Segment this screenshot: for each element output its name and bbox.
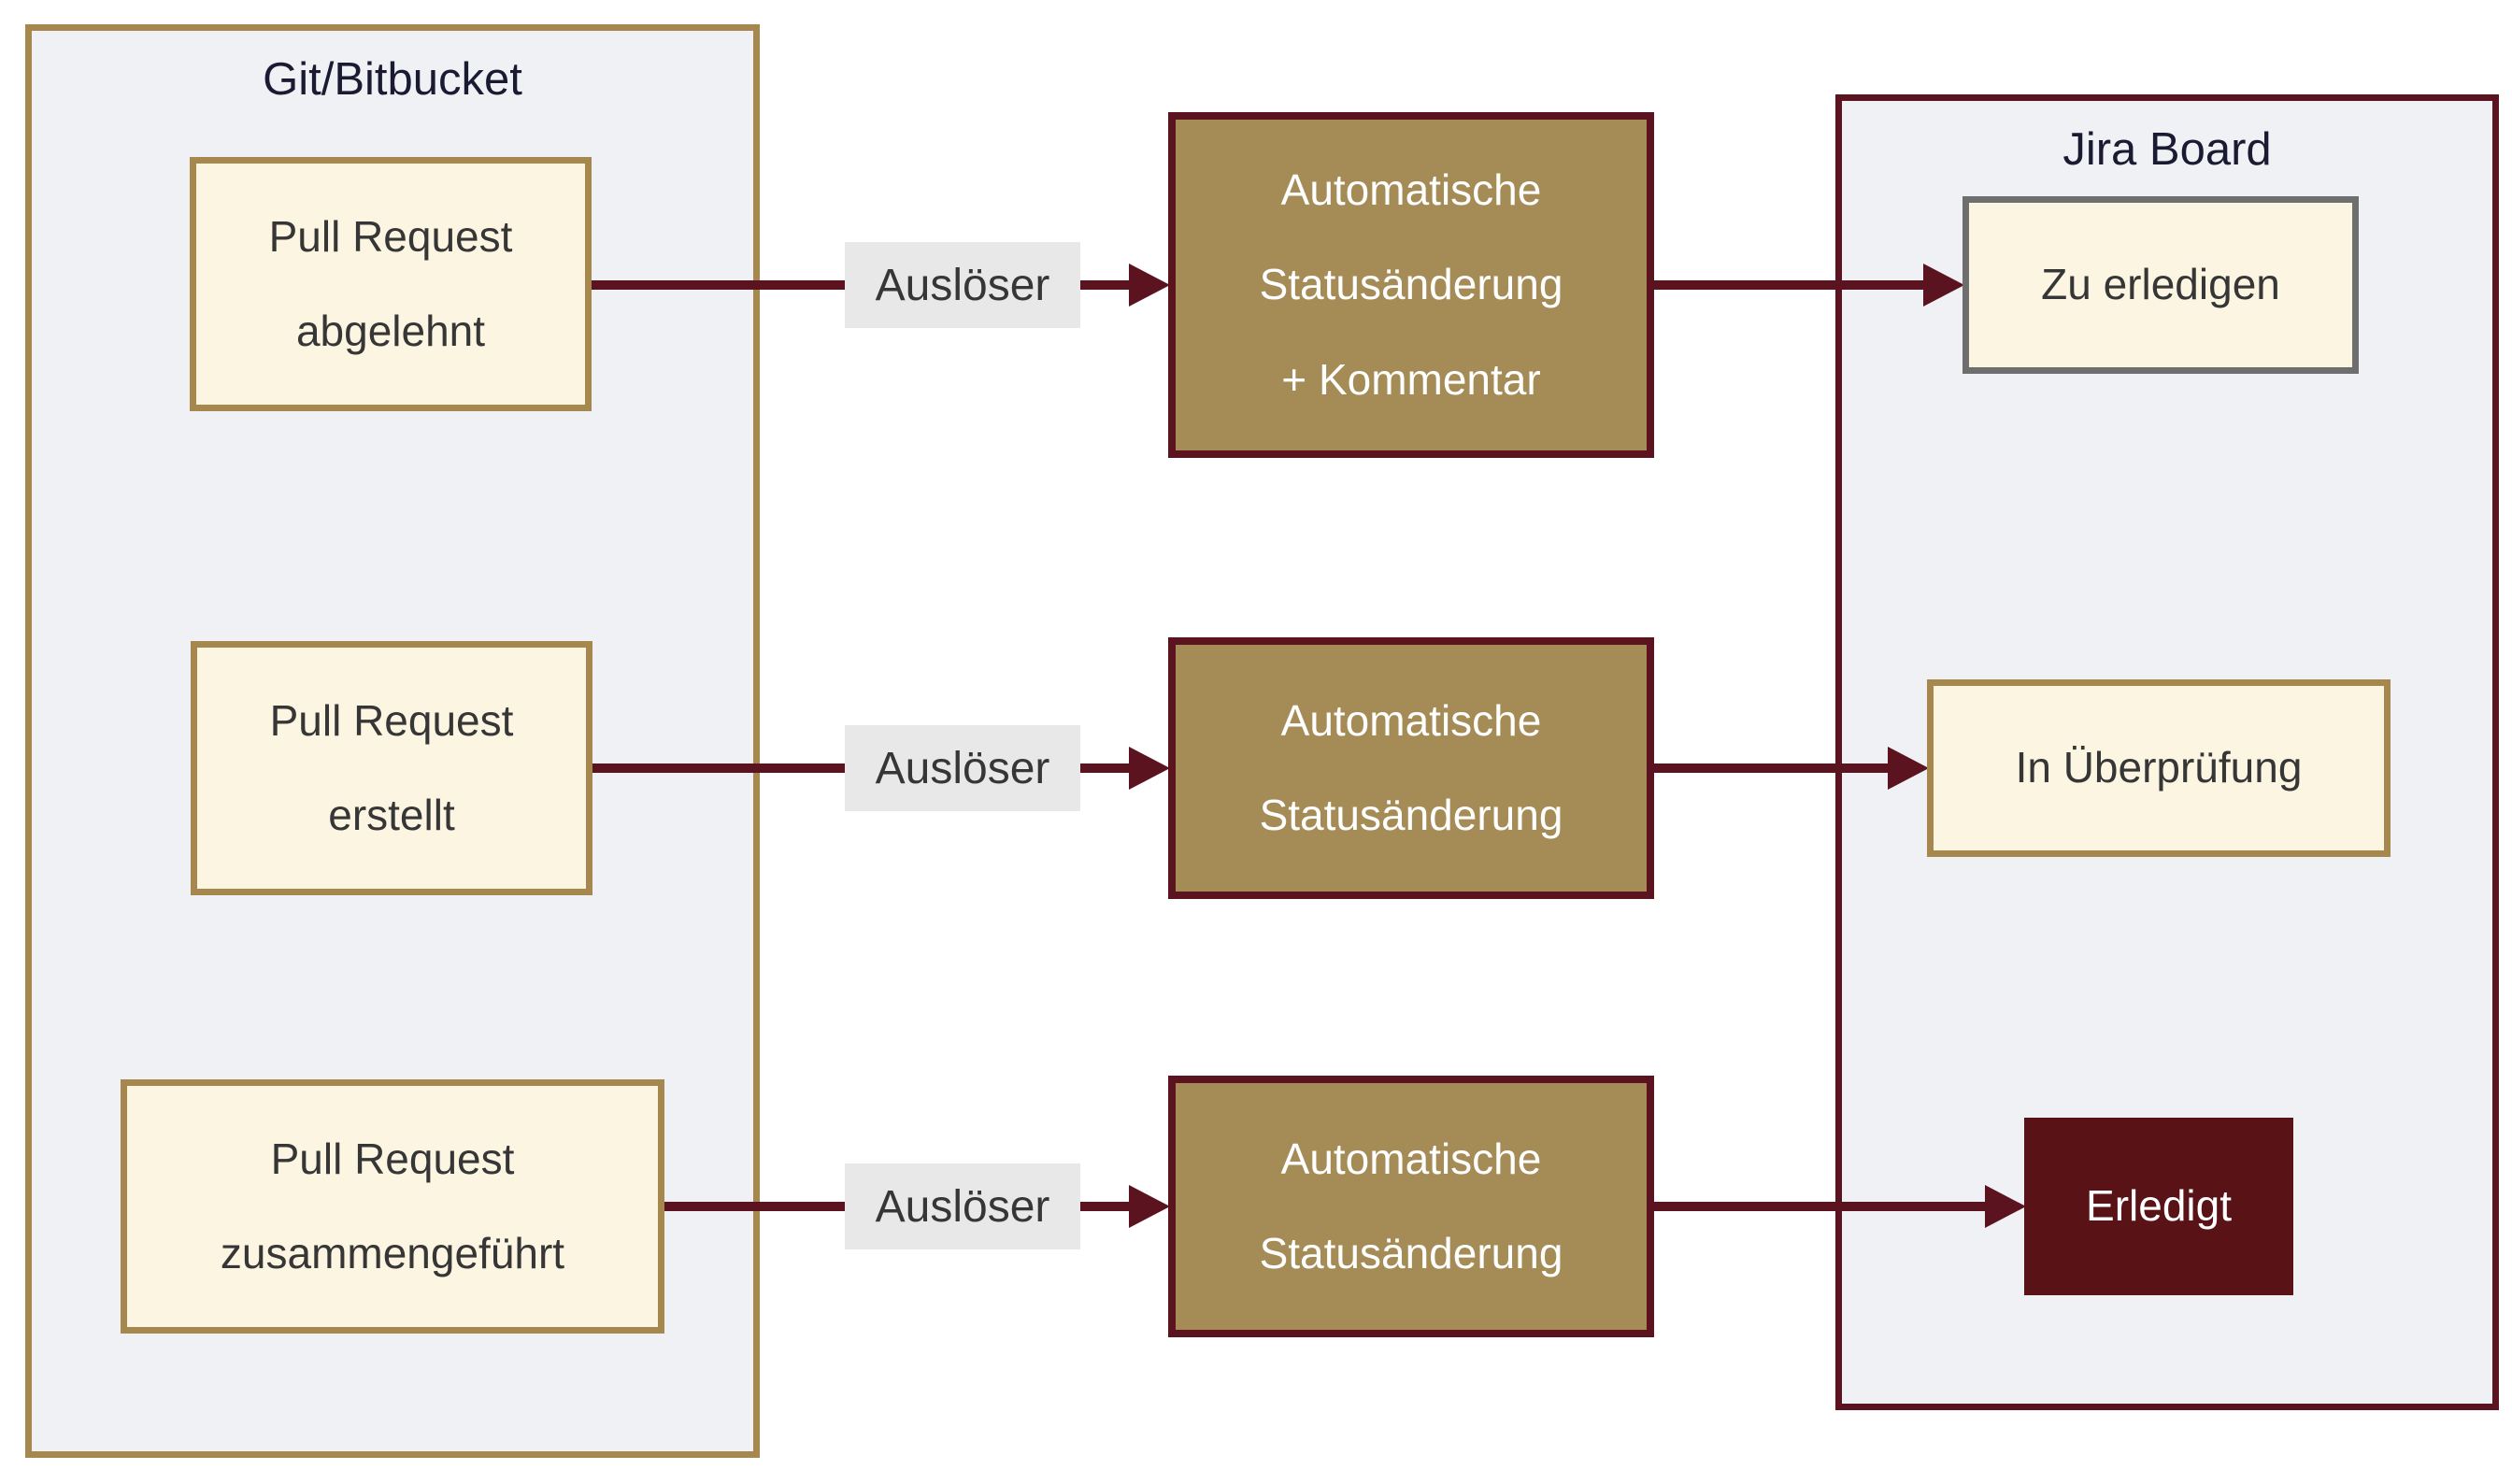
node-pull-request-zusammengefuehrt: Pull Request zusammengeführt [121, 1079, 664, 1334]
node-text-line: Automatische [1280, 165, 1542, 215]
edge-line-auto-to-todo [1654, 280, 1925, 290]
cluster-jira-board-title: Jira Board [2062, 124, 2272, 175]
arrowhead-icon [1129, 264, 1170, 307]
node-text-line: Erledigt [2086, 1181, 2232, 1231]
node-text-line: Statusänderung [1259, 791, 1563, 839]
edge-label-ausloeser-2: Auslöser [845, 725, 1080, 811]
node-automatische-statusaenderung-2: Automatische Statusänderung [1168, 637, 1654, 899]
arrowhead-icon [1888, 747, 1929, 790]
node-pull-request-abgelehnt: Pull Request abgelehnt [190, 157, 592, 411]
arrowhead-icon [1923, 264, 1964, 307]
node-text-line: Statusänderung [1259, 1229, 1563, 1277]
node-zu-erledigen: Zu erledigen [1962, 196, 2359, 374]
edge-label-ausloeser-3: Auslöser [845, 1163, 1080, 1249]
node-text-line: Pull Request [270, 1134, 515, 1183]
edge-line-auto-to-done [1654, 1202, 1987, 1211]
edge-line-auto-to-review [1654, 763, 1890, 773]
node-automatische-statusaenderung-kommentar: Automatische Statusänderung + Kommentar [1168, 112, 1654, 458]
node-in-ueberpruefung: In Überprüfung [1927, 679, 2391, 857]
node-text-line: Pull Request [269, 695, 514, 745]
arrowhead-icon [1985, 1185, 2026, 1228]
node-pull-request-erstellt: Pull Request erstellt [191, 641, 592, 895]
node-text-line: Statusänderung [1259, 260, 1563, 309]
node-automatische-statusaenderung-3: Automatische Statusänderung [1168, 1076, 1654, 1337]
node-text-line: Pull Request [268, 211, 513, 261]
node-text-line: Automatische [1280, 1134, 1542, 1183]
node-text-line: Zu erledigen [2041, 260, 2280, 309]
edge-label-ausloeser-1: Auslöser [845, 242, 1080, 328]
node-text-line: In Überprüfung [2015, 743, 2303, 792]
node-text-line: + Kommentar [1281, 354, 1541, 404]
node-text-line: erstellt [328, 791, 455, 839]
cluster-git-bitbucket-title: Git/Bitbucket [263, 54, 522, 105]
node-erledigt: Erledigt [2024, 1118, 2293, 1295]
node-text-line: zusammengeführt [220, 1229, 565, 1277]
node-text-line: Automatische [1280, 695, 1542, 745]
node-text-line: abgelehnt [295, 307, 486, 355]
arrowhead-icon [1129, 747, 1170, 790]
arrowhead-icon [1129, 1185, 1170, 1228]
